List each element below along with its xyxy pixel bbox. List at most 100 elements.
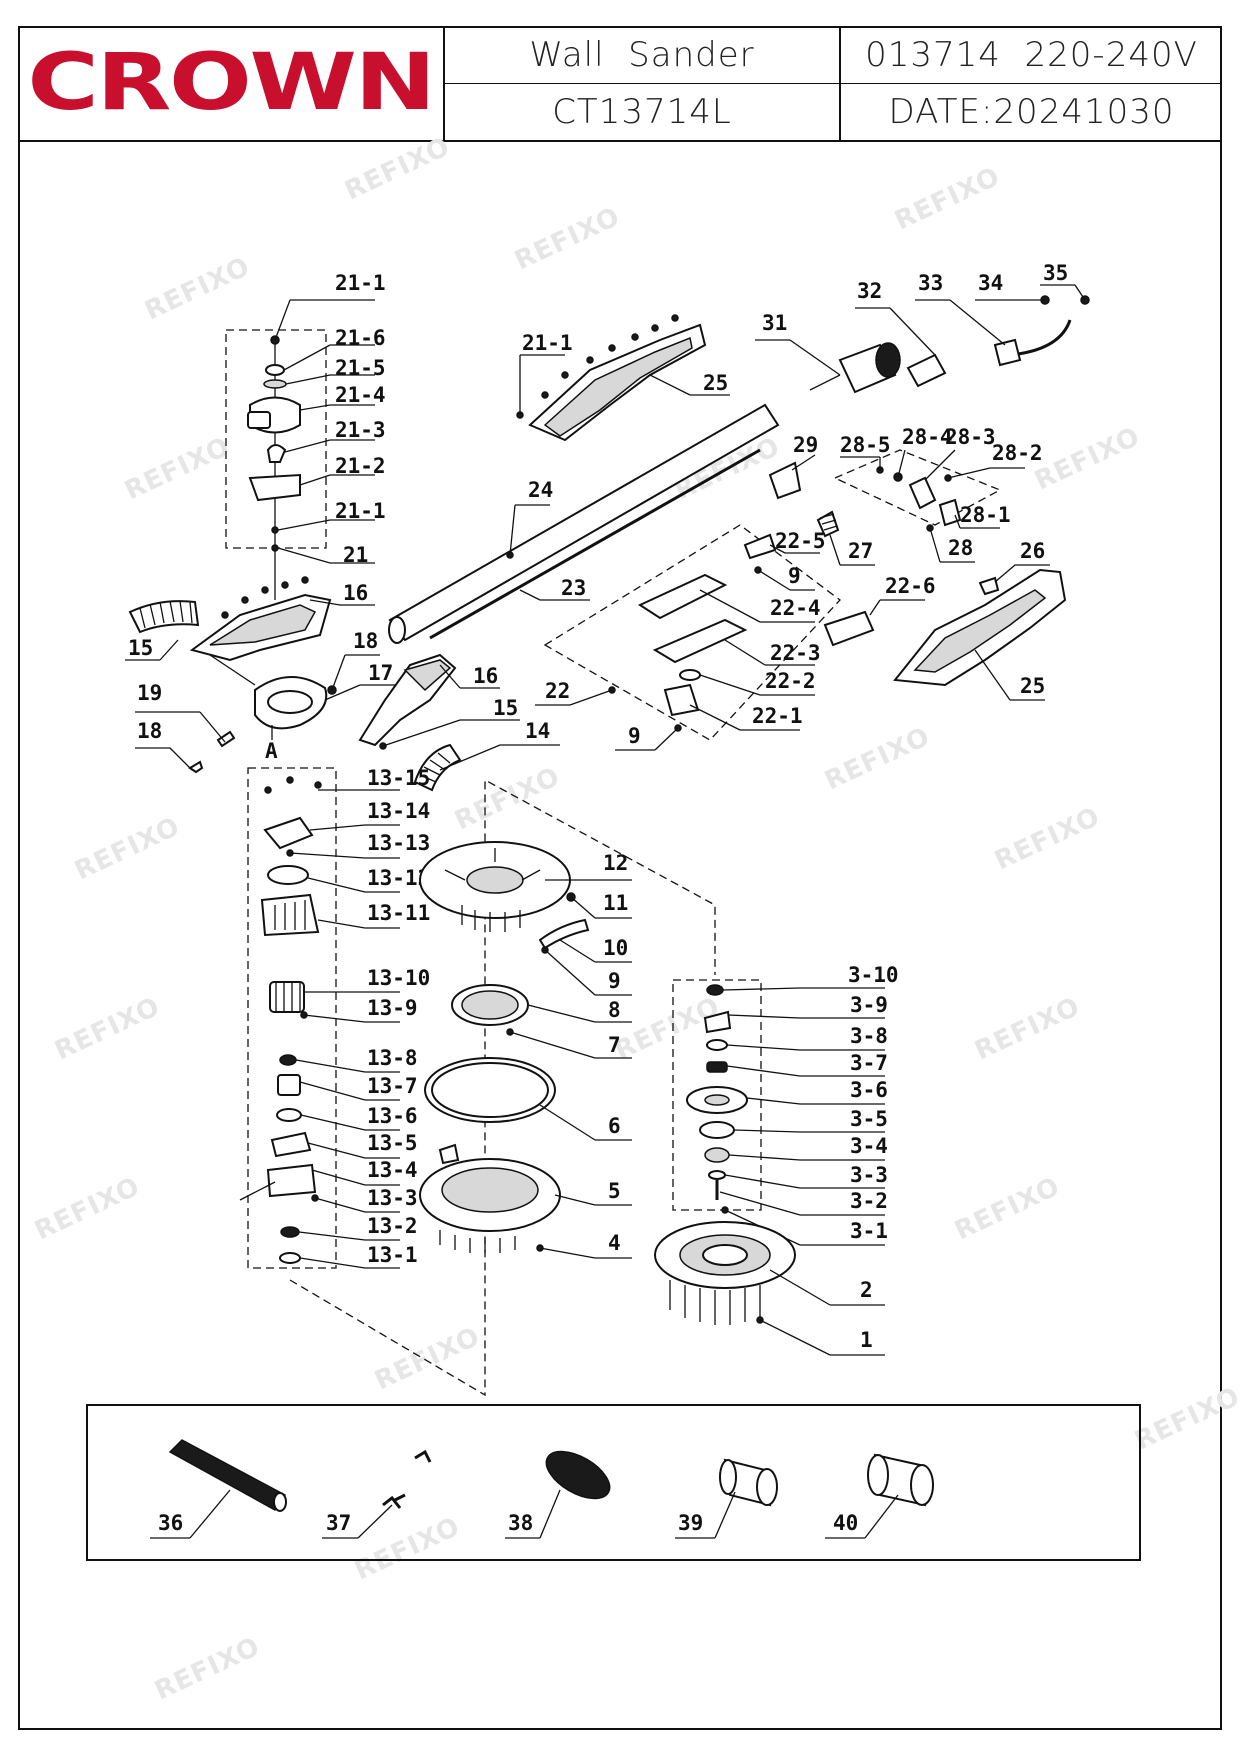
title-block: CROWN Wall Sander 013714 220-240V CT1371… [18, 26, 1222, 142]
label-13-9: 13-9 [367, 996, 418, 1020]
label-19: 19 [137, 681, 162, 705]
label-4: 4 [608, 1231, 621, 1255]
watermark: REFIXO [990, 802, 1105, 877]
watermark: REFIXO [150, 1632, 265, 1707]
group-box-21 [225, 329, 327, 549]
switch-module-22: 22-5 9 22-4 22-6 22-3 22-2 22-1 22 9 [535, 524, 936, 751]
label-9b: 9 [628, 724, 641, 748]
label-21-6: 21-6 [335, 326, 386, 350]
label-29: 29 [793, 433, 818, 457]
label-5: 5 [608, 1179, 621, 1203]
nut-21-6 [265, 364, 285, 376]
label-3-8: 3-8 [850, 1024, 888, 1048]
label-32: 32 [857, 279, 882, 303]
label-22-6: 22-6 [885, 574, 936, 598]
watermark: REFIXO [510, 202, 625, 277]
rear-handle-25b: 27 26 25 [816, 510, 1067, 701]
rotor-13-7 [277, 1074, 301, 1096]
label-21-1b: 21-1 [335, 499, 386, 523]
label-9a: 9 [788, 564, 801, 588]
label-35: 35 [1043, 261, 1068, 285]
label-3-4: 3-4 [850, 1134, 888, 1158]
label-10: 10 [603, 936, 628, 960]
label-A: A [265, 739, 278, 763]
label-17: 17 [368, 661, 393, 685]
gear-13-5 [270, 1131, 312, 1158]
group-box-3 [672, 979, 762, 1211]
drawing-frame [18, 26, 1222, 1730]
switch-assembly-28: 28-5 28-4 28-3 28-2 28-1 28 [833, 425, 1043, 563]
clip-10 [538, 918, 590, 950]
label-9c: 9 [608, 969, 621, 993]
label-21-1c: 21-1 [522, 331, 573, 355]
watermark: REFIXO [70, 812, 185, 887]
label-31: 31 [762, 311, 787, 335]
model-number: CT13714L [445, 84, 841, 142]
watermark: REFIXO [1130, 1382, 1240, 1457]
label-28: 28 [948, 536, 973, 560]
label-8: 8 [608, 998, 621, 1022]
product-code: 013714 220-240V [841, 26, 1222, 84]
watermark: REFIXO [120, 432, 235, 507]
handle-half-25a: 21-1 25 [516, 314, 730, 442]
label-13-7: 13-7 [367, 1074, 418, 1098]
washer-3-3 [708, 1170, 726, 1180]
label-3-6: 3-6 [850, 1078, 888, 1102]
extension-tube-24: 24 23 [388, 403, 780, 644]
label-3-9: 3-9 [850, 993, 888, 1017]
lock-part-29 [768, 461, 802, 500]
label-13-6: 13-6 [367, 1104, 418, 1128]
label-22-4: 22-4 [770, 596, 821, 620]
accessories-box: 36 37 38 39 40 [86, 1404, 1141, 1561]
label-16b: 16 [473, 664, 498, 688]
label-28-3: 28-3 [945, 425, 996, 449]
label-21-1: 21-1 [335, 271, 386, 295]
label-16a: 16 [343, 581, 368, 605]
plug-33 [993, 338, 1022, 367]
label-25a: 25 [703, 371, 728, 395]
clip-37b [382, 1493, 406, 1509]
label-15a: 15 [128, 636, 153, 660]
label-39: 39 [678, 1511, 703, 1535]
drawing-date: DATE:20241030 [841, 84, 1222, 142]
sanding-pad-2: 2 1 [654, 1221, 885, 1356]
label-13-5: 13-5 [367, 1131, 418, 1155]
label-22-3: 22-3 [770, 641, 821, 665]
logo-cell: CROWN [18, 26, 445, 142]
label-3-10: 3-10 [848, 963, 899, 987]
watermark: REFIXO [1030, 422, 1145, 497]
motor-and-cable: 31 32 33 34 35 [755, 261, 1090, 394]
label-13-4: 13-4 [367, 1158, 418, 1182]
washer-3-8 [706, 1039, 728, 1051]
label-21-5: 21-5 [335, 356, 386, 380]
label-28-4: 28-4 [902, 425, 953, 449]
dust-port-assembly-21: 21-1 21-6 21-5 21-4 21-3 21-2 21-1 21 [225, 271, 386, 600]
label-1: 1 [860, 1328, 873, 1352]
label-24: 24 [528, 478, 553, 502]
watermark: REFIXO [140, 252, 255, 327]
rear-housing-16b: 16 15 14 [358, 653, 560, 792]
label-22-1: 22-1 [752, 704, 803, 728]
stator-13-10 [269, 981, 305, 1013]
label-11: 11 [603, 891, 628, 915]
product-title: Wall Sander [445, 26, 841, 84]
label-13-13: 13-13 [367, 831, 430, 855]
washer-13-6 [276, 1108, 302, 1122]
label-13-14: 13-14 [367, 799, 430, 823]
pin-19 [216, 730, 236, 748]
label-3-2: 3-2 [850, 1189, 888, 1213]
label-40: 40 [833, 1511, 858, 1535]
screw-21-1b [271, 526, 279, 534]
ring-3-5 [699, 1121, 735, 1139]
label-22-2: 22-2 [765, 669, 816, 693]
bearing-13-2 [280, 1226, 300, 1238]
base-assembly: 12 11 10 9 8 7 6 5 4 [419, 841, 632, 1259]
bracket-21-2 [248, 473, 301, 502]
label-28-1: 28-1 [960, 503, 1011, 527]
pcb-22-4 [637, 573, 728, 620]
label-21-4: 21-4 [335, 383, 386, 407]
label-34: 34 [978, 271, 1003, 295]
motor-assembly-13: 13-15 13-14 13-13 13-12 13-11 13-10 13-9… [239, 766, 716, 1397]
watermark: REFIXO [950, 1172, 1065, 1247]
watermark: REFIXO [890, 162, 1005, 237]
